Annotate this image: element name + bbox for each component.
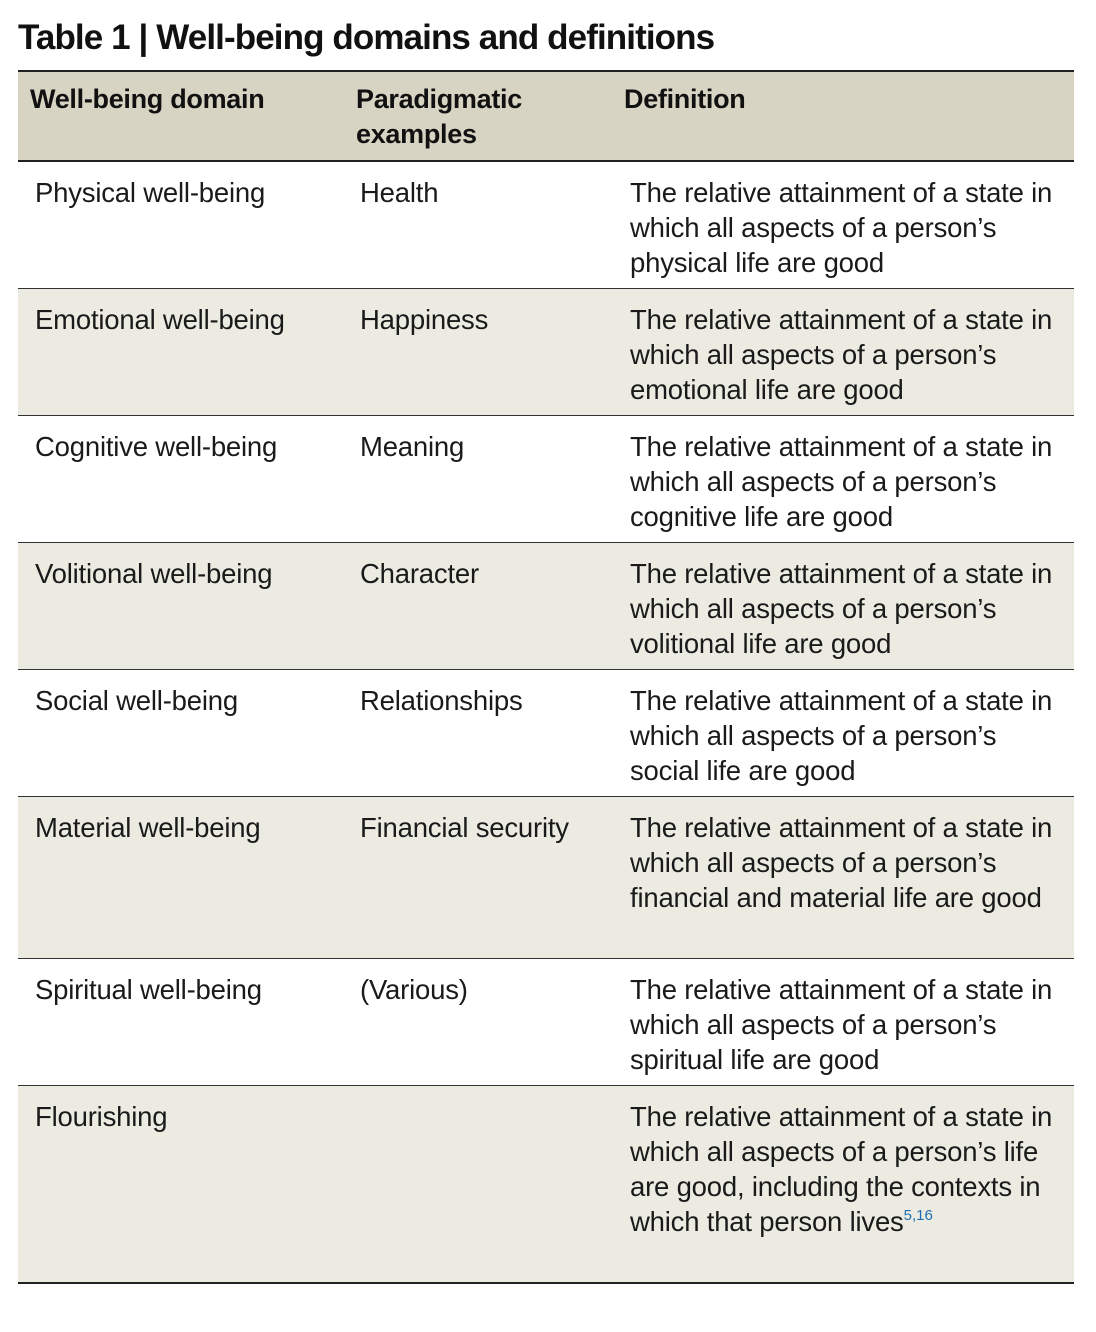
header-row: Well-being domain Paradigmatic examples … [18, 71, 1074, 162]
table-row: Flourishing The relative attainment of a… [18, 1085, 1074, 1283]
cell-example: Meaning [342, 415, 616, 543]
cell-definition: The relative attainment of a state in wh… [616, 161, 1074, 289]
cell-domain: Volitional well-being [18, 542, 342, 670]
cell-example: Relationships [342, 669, 616, 797]
cell-domain: Emotional well-being [18, 288, 342, 416]
table-row: Volitional well-being Character The rela… [18, 542, 1074, 670]
cell-domain: Spiritual well-being [18, 958, 342, 1086]
well-being-table: Well-being domain Paradigmatic examples … [18, 70, 1074, 1284]
table-row: Spiritual well-being (Various) The relat… [18, 958, 1074, 1086]
cell-example: Character [342, 542, 616, 670]
cell-definition: The relative attainment of a state in wh… [616, 542, 1074, 670]
table-row: Social well-being Relationships The rela… [18, 669, 1074, 797]
cell-definition: The relative attainment of a state in wh… [616, 1085, 1074, 1283]
cell-example: (Various) [342, 958, 616, 1086]
cell-example: Happiness [342, 288, 616, 416]
table-row: Material well-being Financial security T… [18, 796, 1074, 959]
table-body: Physical well-being Health The relative … [18, 161, 1074, 1283]
cell-definition: The relative attainment of a state in wh… [616, 288, 1074, 416]
header-definition: Definition [616, 71, 1074, 162]
reference-superscript[interactable]: 5,16 [903, 1206, 933, 1224]
header-domain: Well-being domain [18, 71, 342, 162]
cell-example [342, 1085, 616, 1283]
cell-definition: The relative attainment of a state in wh… [616, 958, 1074, 1086]
cell-domain: Social well-being [18, 669, 342, 797]
cell-definition: The relative attainment of a state in wh… [616, 669, 1074, 797]
table-row: Physical well-being Health The relative … [18, 161, 1074, 289]
table-header: Well-being domain Paradigmatic examples … [18, 71, 1074, 162]
table-container: Table 1 | Well-being domains and definit… [18, 0, 1074, 1284]
cell-definition: The relative attainment of a state in wh… [616, 796, 1074, 959]
cell-example: Financial security [342, 796, 616, 959]
cell-domain: Flourishing [35, 1100, 168, 1132]
definition-text: The relative attainment of a state in wh… [630, 1100, 1053, 1237]
table-title: Table 1 | Well-being domains and definit… [18, 18, 715, 57]
cell-domain: Cognitive well-being [18, 415, 342, 543]
cell-example: Health [342, 161, 616, 289]
cell-domain: Material well-being [18, 796, 342, 959]
cell-definition: The relative attainment of a state in wh… [616, 415, 1074, 543]
cell-domain: Physical well-being [18, 161, 342, 289]
table-row: Emotional well-being Happiness The relat… [18, 288, 1074, 416]
table-row: Cognitive well-being Meaning The relativ… [18, 415, 1074, 543]
header-examples: Paradigmatic examples [342, 71, 616, 162]
